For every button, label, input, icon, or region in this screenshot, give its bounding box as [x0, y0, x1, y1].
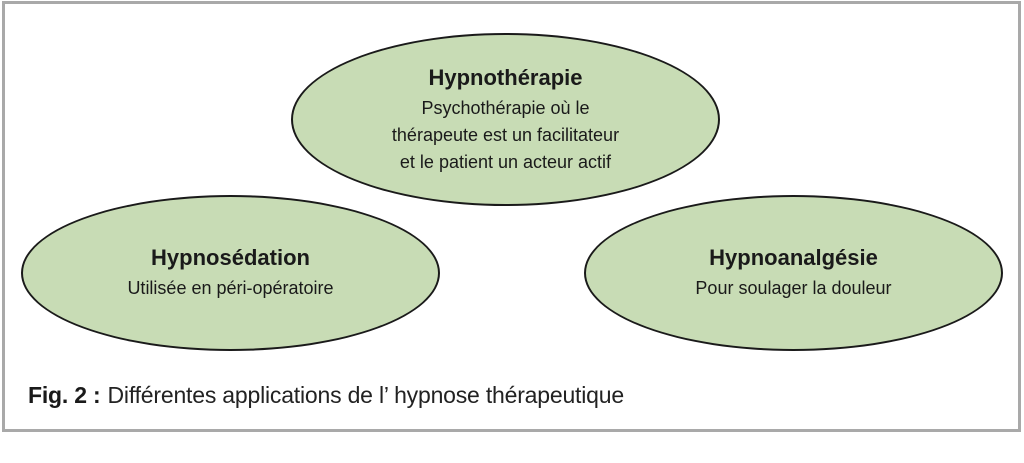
node-hypnoanalgesie: Hypnoanalgésie Pour soulager la douleur — [584, 195, 1003, 351]
figure-caption: Fig. 2 :Différentes applications de l’ h… — [28, 381, 624, 409]
node-title-hypnosedation: Hypnosédation — [151, 245, 310, 270]
node-title-hypnotherapie: Hypnothérapie — [428, 64, 583, 90]
node-hypnosedation: Hypnosédation Utilisée en péri-opératoir… — [21, 195, 440, 351]
node-hypnotherapie: Hypnothérapie Psychothérapie où le théra… — [291, 33, 720, 206]
node-description-hypnotherapie: Psychothérapie où le thérapeute est un f… — [391, 97, 620, 172]
figure-border — [2, 1, 1021, 432]
node-description-hypnoanalgesie: Pour soulager la douleur — [695, 278, 892, 298]
node-title-hypnoanalgesie: Hypnoanalgésie — [709, 245, 878, 270]
caption-label: Fig. 2 : — [28, 382, 101, 408]
node-description-hypnosedation: Utilisée en péri-opératoire — [127, 278, 334, 298]
caption-text: Différentes applications de l’ hypnose t… — [107, 382, 625, 408]
